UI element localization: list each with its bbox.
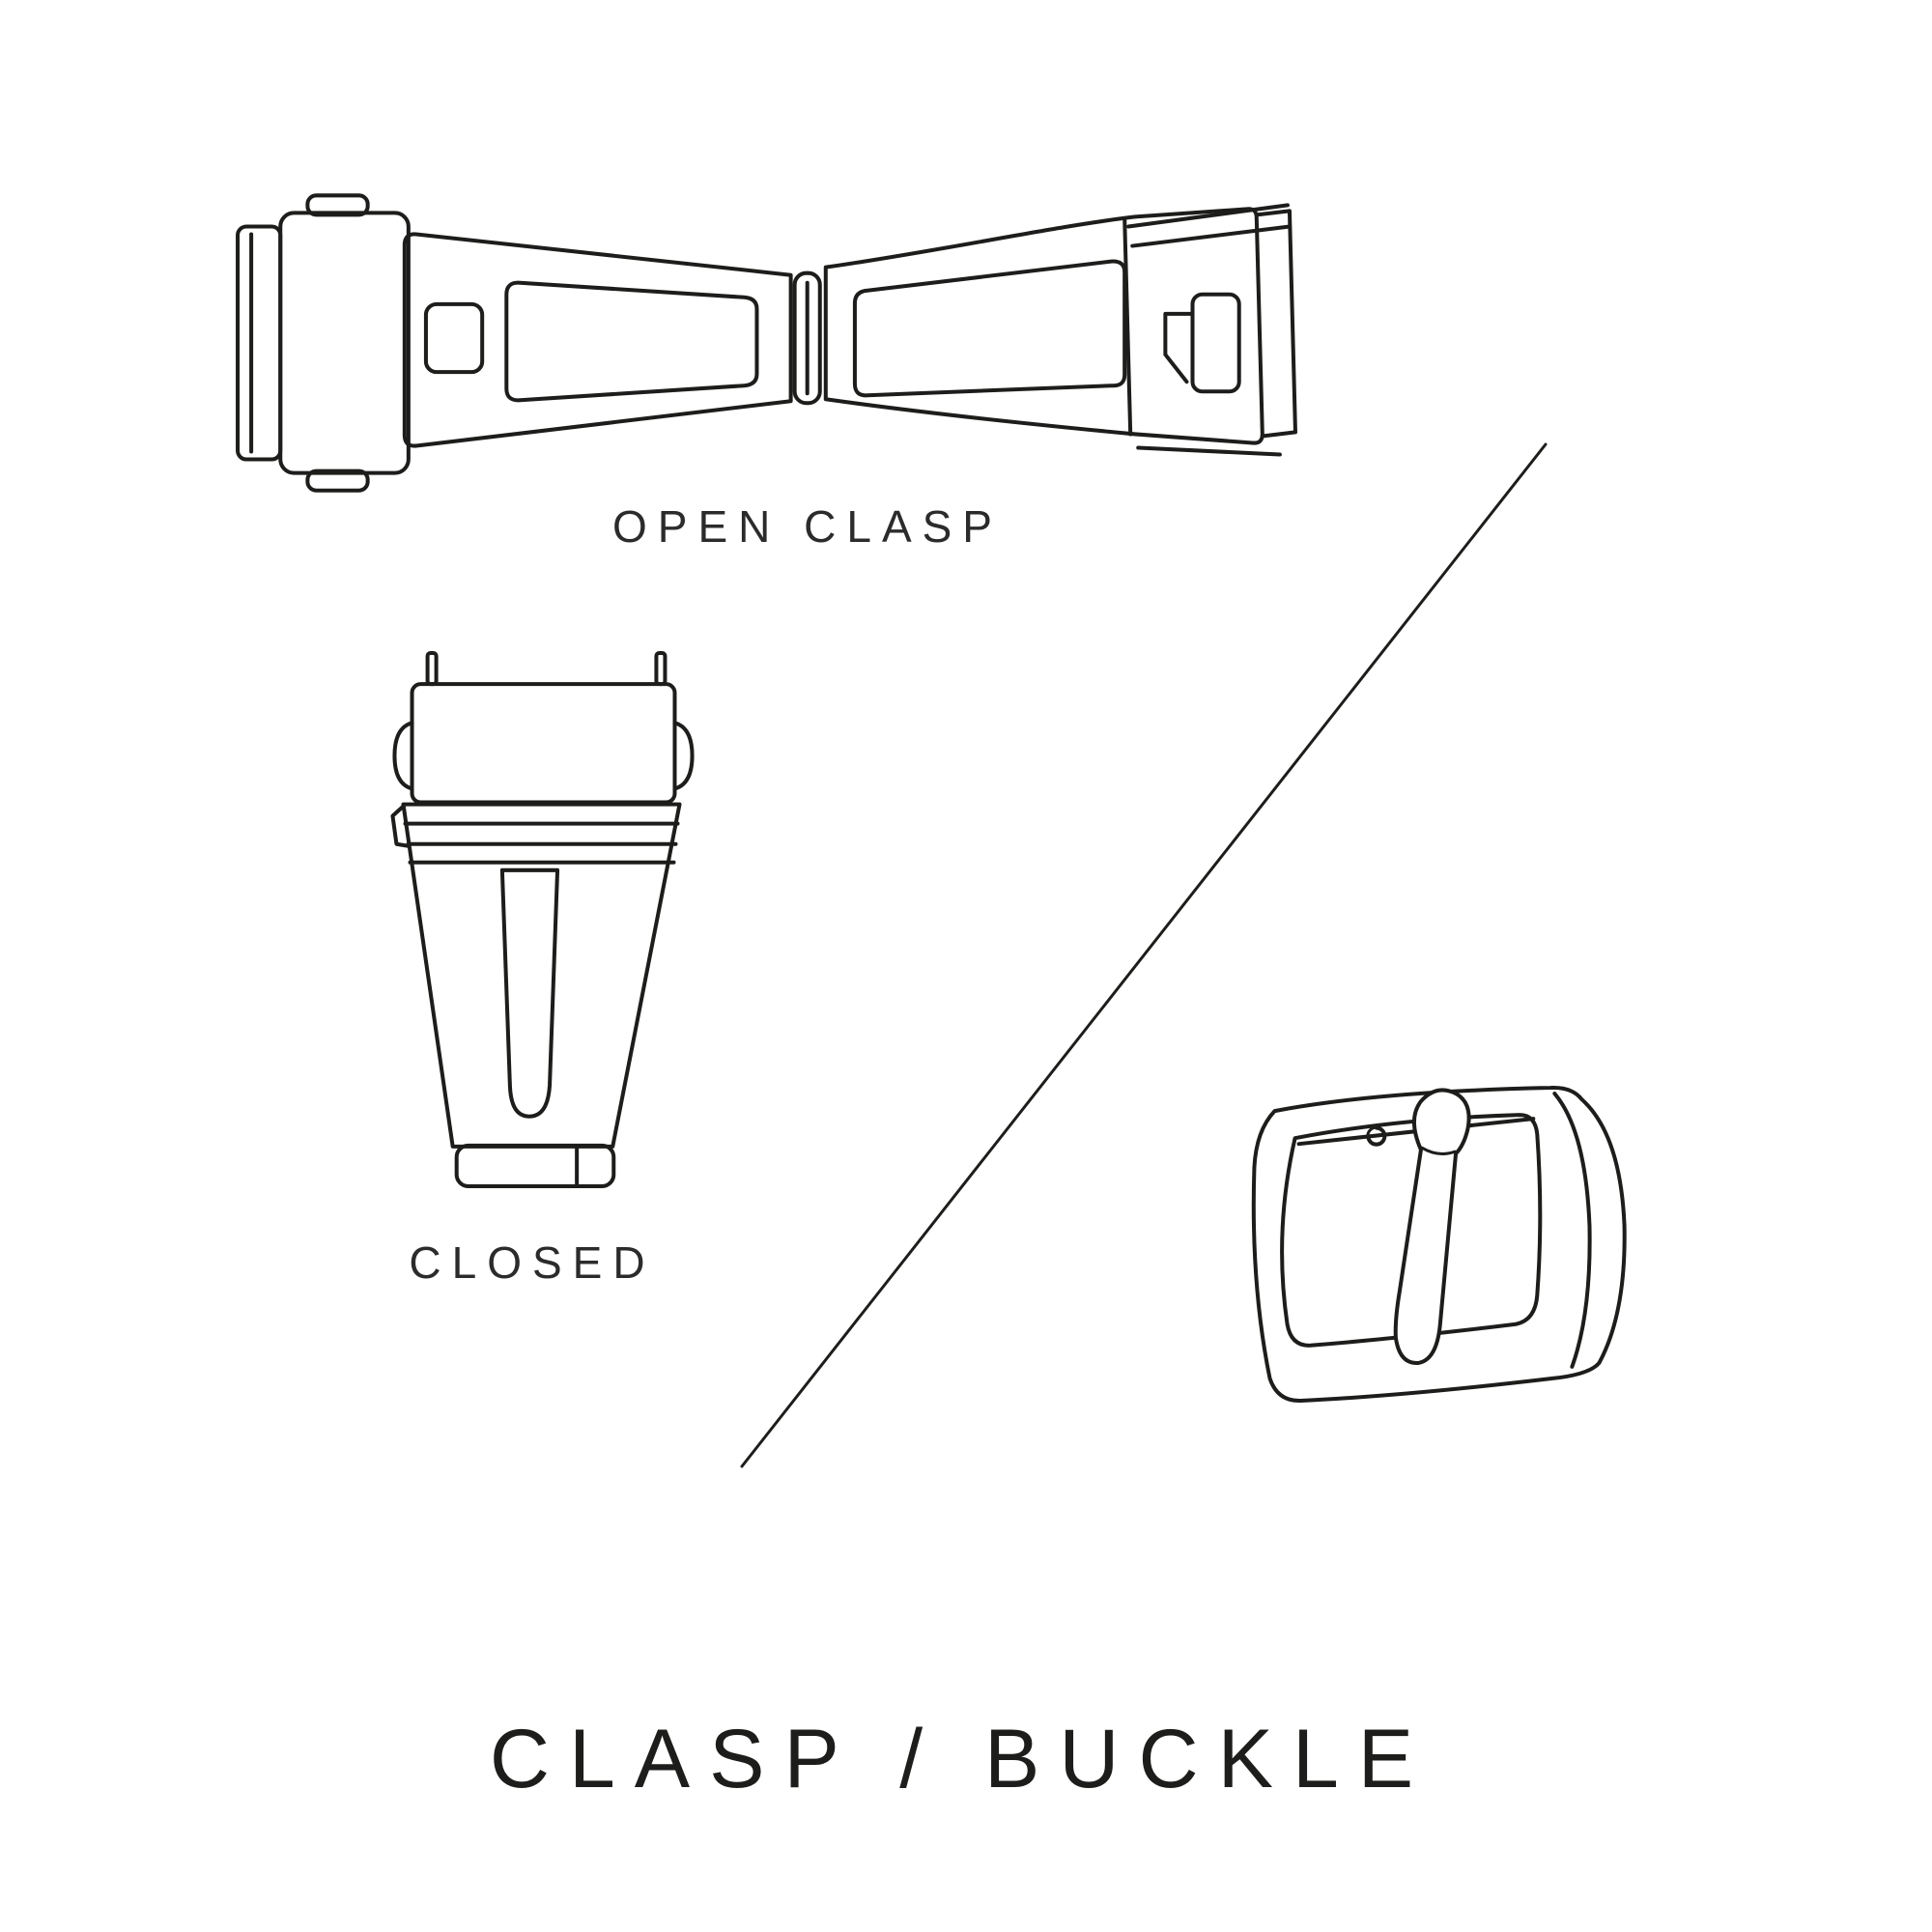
divider-line-drawing [740,442,1548,1468]
closed-clasp-illustration [386,649,697,1192]
open-clasp-drawing [236,193,1297,493]
closed-clasp-drawing [390,651,695,1188]
closed-clasp-label: CLOSED [409,1237,656,1288]
open-clasp-label: OPEN CLASP [612,501,1003,552]
page-title: CLASP / BUCKLE [489,1713,1434,1805]
divider-line [734,435,1555,1478]
buckle-drawing [1251,1085,1627,1403]
open-clasp-illustration [228,185,1300,497]
buckle-illustration [1231,1080,1638,1414]
